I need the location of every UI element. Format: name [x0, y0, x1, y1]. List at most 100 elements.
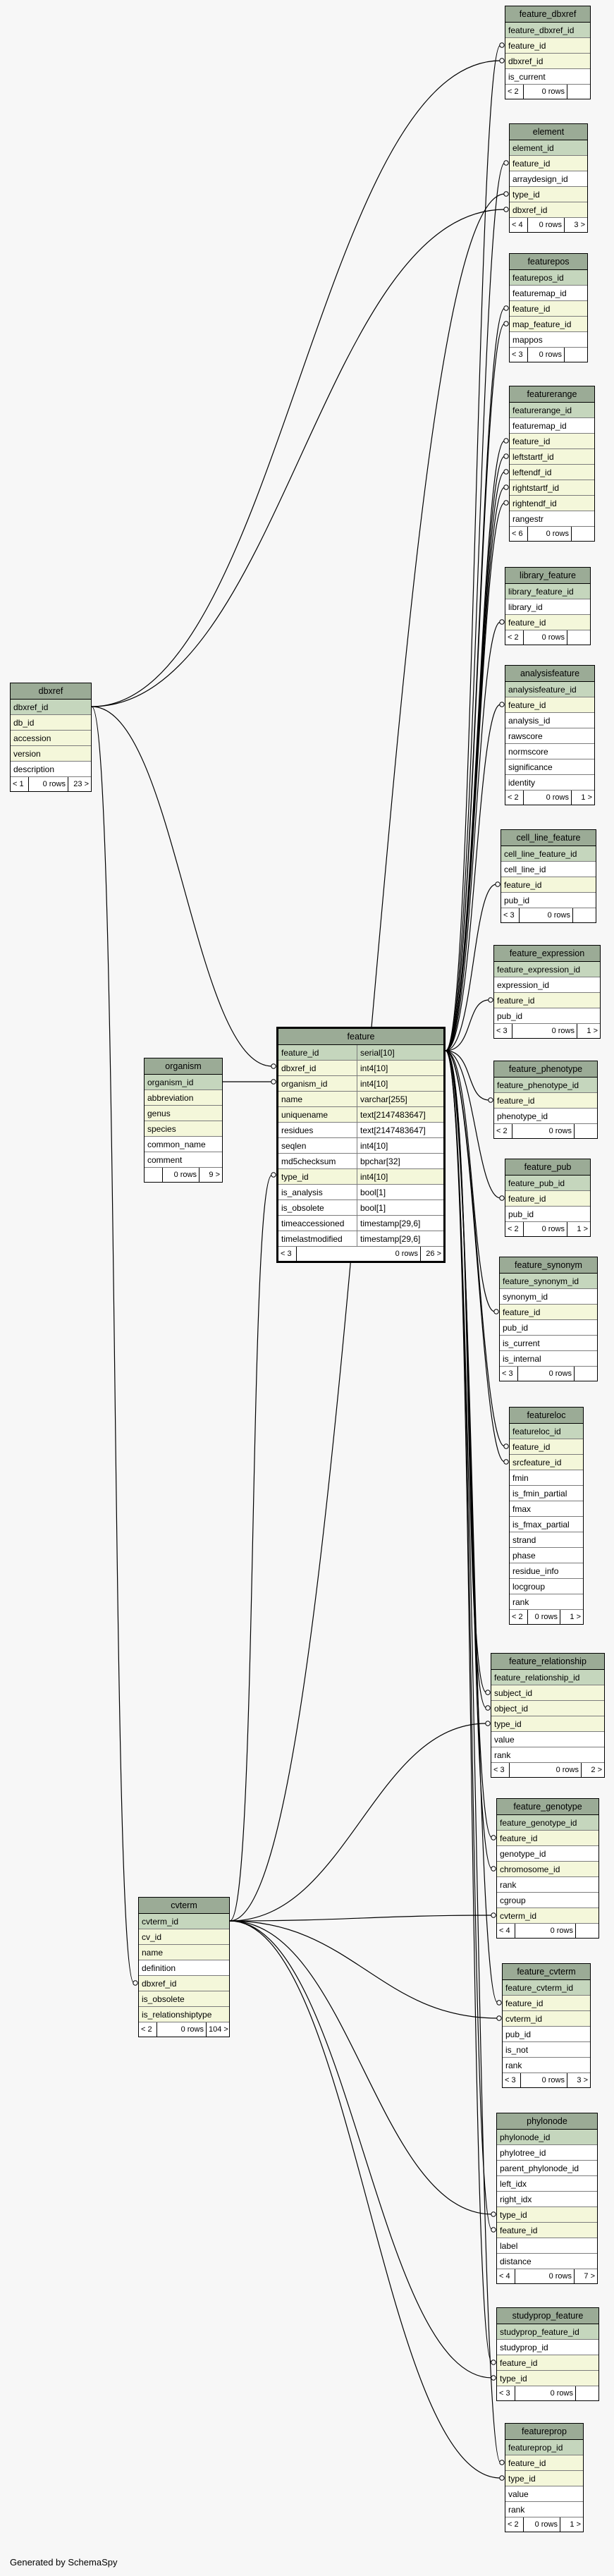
edge-endpoint [503, 207, 509, 212]
table-title: feature_phenotype [494, 1061, 597, 1078]
edge-feature-to-feature_expression [445, 999, 490, 1051]
edge-feature-to-featurepos [445, 323, 505, 1051]
footer-cell: < 3 [503, 2073, 521, 2087]
column-type: timestamp[29,6] [360, 1234, 421, 1244]
edge-endpoint [499, 619, 505, 625]
column-featureloc_id: featureloc_id [510, 1424, 583, 1439]
footer-cell [576, 1924, 598, 1938]
edge-feature-to-featureloc [445, 1050, 505, 1463]
edge-endpoint [491, 2211, 496, 2217]
edge-feature-to-studyprop_feature [445, 1050, 493, 2363]
footer-cell: 104 > [209, 2025, 228, 2034]
edge-endpoint [503, 484, 509, 490]
edge-endpoint [493, 1309, 499, 1314]
column-feature_id: feature_id [500, 1305, 597, 1320]
column-feature_id: feature_id [501, 877, 596, 893]
table-title: feature_pub [505, 1159, 590, 1176]
column-is_fmin_partial: is_fmin_partial [510, 1486, 583, 1501]
table-title: featurerange [510, 386, 594, 403]
column-is_current: is_current [500, 1336, 597, 1351]
footer-cell: 0 rows [524, 85, 567, 99]
footer-cell: 0 rows [515, 1924, 576, 1938]
column-feature_id: feature_id [505, 615, 590, 630]
edge-endpoint [503, 469, 509, 475]
edge-endpoint [499, 1195, 505, 1201]
edge-feature-to-featurepos [445, 307, 505, 1051]
column-name: residues [278, 1123, 357, 1137]
table-title: featureprop [505, 2424, 583, 2440]
column-rank: rank [505, 2502, 583, 2517]
edge-dbxref-to-feature [91, 706, 273, 1067]
edge-endpoint [499, 702, 505, 707]
column-type: int4[10] [360, 1172, 388, 1182]
edge-endpoint [496, 2015, 502, 2021]
table-title: featureloc [510, 1408, 583, 1424]
footer-cell: < 2 [505, 790, 524, 805]
column-featurepos_id: featurepos_id [510, 270, 587, 286]
edge-feature-to-element [445, 162, 505, 1051]
column-feature_id: feature_id [497, 2355, 598, 2371]
column-feature_cvterm_id: feature_cvterm_id [503, 1980, 590, 1996]
column-normscore: normscore [505, 744, 594, 759]
footer-cell: < 4 [497, 2269, 515, 2283]
footer-cell [575, 1124, 597, 1138]
column-leftstartf_id: leftstartf_id [510, 449, 594, 465]
column-feature_id: feature_id [510, 1439, 583, 1455]
column-library_id: library_id [505, 599, 590, 615]
footer-cell: < 2 [505, 630, 524, 645]
table-title: dbxref [11, 683, 91, 700]
footer-cell: < 2 [505, 2517, 524, 2532]
column-dbxref_id: dbxref_id [139, 1976, 229, 1991]
column-library_feature_id: library_feature_id [505, 584, 590, 599]
footer-cell: 0 rows [510, 1763, 582, 1777]
column-feature_id: feature_id [510, 156, 587, 171]
edge-feature-to-analysisfeature [445, 704, 501, 1051]
column-type: int4[10] [360, 1141, 388, 1151]
column-is_not: is_not [503, 2042, 590, 2058]
footer-cell: 0 rows [157, 2022, 207, 2037]
footer-cell: < 3 [494, 1024, 512, 1038]
edge-endpoint [503, 453, 509, 459]
column-object_id: object_id [491, 1701, 604, 1716]
footer-cell: 0 rows [524, 790, 572, 805]
column-strand: strand [510, 1532, 583, 1548]
edge-endpoint [499, 2460, 505, 2465]
edge-dbxref-to-element [91, 209, 505, 707]
edge-cvterm-to-featureprop [229, 1920, 501, 2479]
footer-cell [573, 908, 596, 922]
footer-cell: 0 rows [515, 2269, 575, 2283]
footer-cell: < 1 [11, 777, 29, 791]
column-parent_phylonode_id: parent_phylonode_id [497, 2161, 597, 2176]
column-feature_synonym_id: feature_synonym_id [500, 1274, 597, 1289]
table-title: featurepos [510, 254, 587, 270]
column-name: seqlen [278, 1138, 357, 1153]
footer-cell: < 3 [500, 1367, 518, 1381]
footer-cell [567, 630, 590, 645]
